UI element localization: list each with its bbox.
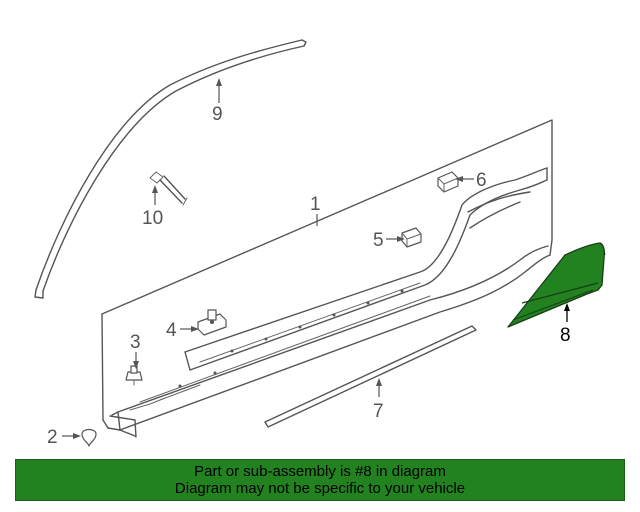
callout-6-arrow bbox=[455, 176, 474, 182]
part-7-lower-molding[interactable] bbox=[264, 325, 477, 428]
part-5-clip[interactable] bbox=[401, 227, 422, 248]
callout-10: 10 bbox=[142, 208, 163, 229]
callout-9: 9 bbox=[212, 104, 223, 125]
callout-2: 2 bbox=[47, 427, 58, 448]
callout-5: 5 bbox=[373, 230, 384, 251]
callout-6: 6 bbox=[476, 170, 487, 191]
banner-line-2: Diagram may not be specific to your vehi… bbox=[174, 480, 466, 497]
part-9-roof-molding[interactable] bbox=[34, 39, 307, 299]
callout-8: 8 bbox=[560, 325, 571, 346]
callout-10-arrow bbox=[152, 185, 158, 205]
rocker-clip-holes bbox=[178, 289, 404, 388]
part-1-door-panel[interactable] bbox=[101, 119, 553, 429]
banner-line-1: Part or sub-assembly is #8 in diagram bbox=[194, 463, 446, 480]
callout-9-arrow bbox=[216, 78, 222, 103]
part-4-bracket[interactable] bbox=[197, 309, 227, 336]
info-banner: Part or sub-assembly is #8 in diagram Di… bbox=[15, 459, 625, 501]
callout-7: 7 bbox=[373, 401, 384, 422]
callout-4: 4 bbox=[166, 320, 177, 341]
callout-3-arrow bbox=[133, 352, 139, 369]
callout-3: 3 bbox=[130, 332, 141, 353]
callout-1: 1 bbox=[310, 194, 321, 215]
callout-5-arrow bbox=[386, 236, 405, 242]
part-3-push-clip[interactable] bbox=[125, 365, 143, 386]
rocker-trim-assembly[interactable] bbox=[107, 167, 551, 438]
callout-4-arrow bbox=[180, 326, 199, 332]
callout-7-arrow bbox=[376, 378, 382, 397]
callout-2-arrow bbox=[62, 433, 81, 439]
part-10-bolt[interactable] bbox=[149, 171, 188, 206]
part-2-plug[interactable] bbox=[81, 428, 97, 447]
part-6-clip[interactable] bbox=[437, 171, 459, 193]
part-8-highlighted-trim[interactable] bbox=[507, 242, 606, 328]
callout-8-arrow bbox=[564, 303, 570, 322]
